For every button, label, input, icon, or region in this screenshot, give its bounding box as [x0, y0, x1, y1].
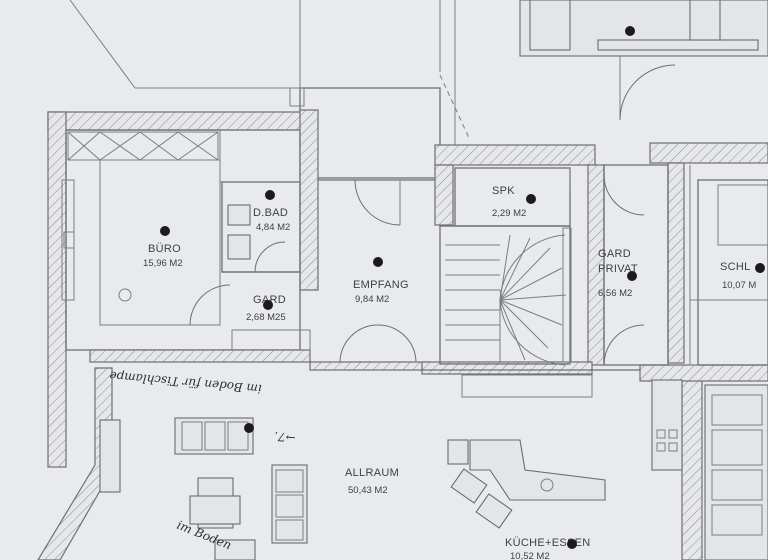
- spiral-staircase: [439, 225, 572, 366]
- gard-privat-area: 6,56 M2: [598, 288, 632, 299]
- dbad-area: 4,84 M2: [256, 222, 290, 233]
- allraum-furniture: [99, 417, 308, 560]
- marker-dots: [160, 26, 765, 549]
- partition-walls: [89, 349, 640, 398]
- upper-right-furniture: [519, 0, 768, 121]
- buero-area: 15,96 M2: [143, 258, 183, 269]
- kueche-area: 10,52 M2: [510, 551, 550, 560]
- allraum-label: ALLRAUM: [345, 467, 399, 479]
- marker-dot: [755, 263, 765, 273]
- gard-label: GARD: [253, 294, 286, 306]
- marker-dot: [627, 271, 637, 281]
- gard-area: 2,68 M25: [246, 312, 286, 323]
- note-arrow: →7.: [274, 429, 297, 445]
- empfang-area: 9,84 M2: [355, 294, 389, 305]
- gard-privat-label: GARD: [598, 248, 631, 260]
- gard-privat-label-2: PRIVAT: [598, 263, 638, 275]
- room-empfang: [318, 179, 435, 363]
- kueche-label: KÜCHE+ESSEN: [505, 537, 591, 549]
- marker-dot: [373, 257, 383, 267]
- allraum-area: 50,43 M2: [348, 485, 388, 496]
- room-dbad: [219, 129, 301, 275]
- marker-dot: [263, 300, 273, 310]
- marker-dot: [265, 190, 275, 200]
- marker-dot: [625, 26, 635, 36]
- spk-area: 2,29 M2: [492, 208, 526, 219]
- room-schl: [697, 179, 768, 366]
- marker-dot: [526, 194, 536, 204]
- marker-dot: [567, 539, 577, 549]
- spk-label: SPK: [492, 185, 515, 197]
- schl-label: SCHL: [720, 261, 751, 273]
- empfang-label: EMPFANG: [353, 279, 409, 291]
- dbad-label: D.BAD: [253, 207, 288, 219]
- kitchen-furniture: [447, 379, 768, 560]
- roof-outline: [69, 0, 471, 150]
- marker-dot: [244, 423, 254, 433]
- buero-label: BÜRO: [148, 243, 181, 255]
- marker-dot: [160, 226, 170, 236]
- schl-area: 10,07 M: [722, 280, 756, 291]
